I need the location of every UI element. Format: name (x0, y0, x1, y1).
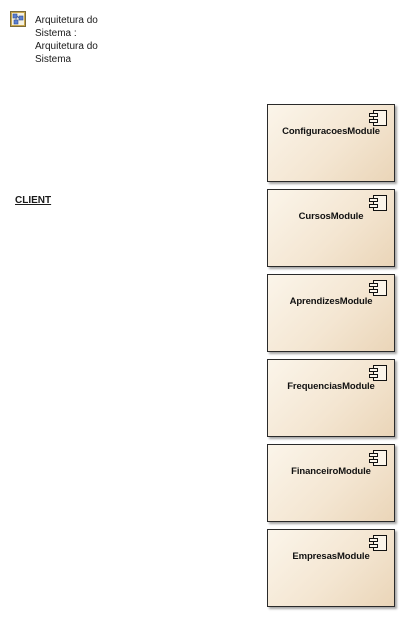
module-label: CursosModule (298, 211, 364, 222)
component-icon (369, 110, 387, 126)
module-label: FrequenciasModule (287, 381, 375, 392)
component-icon (369, 280, 387, 296)
diagram-title-line: Sistema (35, 54, 72, 65)
component-icon (369, 450, 387, 466)
module-configuracoes[interactable]: ConfiguracoesModule (267, 104, 395, 182)
module-aprendizes[interactable]: AprendizesModule (267, 274, 395, 352)
component-icon (369, 365, 387, 381)
diagram-title-line: Sistema : (35, 28, 77, 39)
module-frequencias[interactable]: FrequenciasModule (267, 359, 395, 437)
module-label: EmpresasModule (292, 551, 370, 562)
diagram-title-line: Arquitetura do (35, 15, 98, 26)
module-label: AprendizesModule (289, 296, 373, 307)
client-label[interactable]: CLIENT (15, 195, 52, 206)
module-empresas[interactable]: EmpresasModule (267, 529, 395, 607)
component-icon (369, 195, 387, 211)
component-icon (369, 535, 387, 551)
diagram-title: Arquitetura do Sistema : Arquitetura do … (35, 14, 115, 66)
diagram-title-line: Arquitetura do (35, 41, 98, 52)
component-diagram-icon[interactable] (10, 11, 26, 27)
module-financeiro[interactable]: FinanceiroModule (267, 444, 395, 522)
module-label: ConfiguracoesModule (282, 126, 380, 137)
diagram-header: Arquitetura do Sistema : Arquitetura do … (10, 11, 115, 66)
module-label: FinanceiroModule (291, 466, 371, 477)
module-cursos[interactable]: CursosModule (267, 189, 395, 267)
